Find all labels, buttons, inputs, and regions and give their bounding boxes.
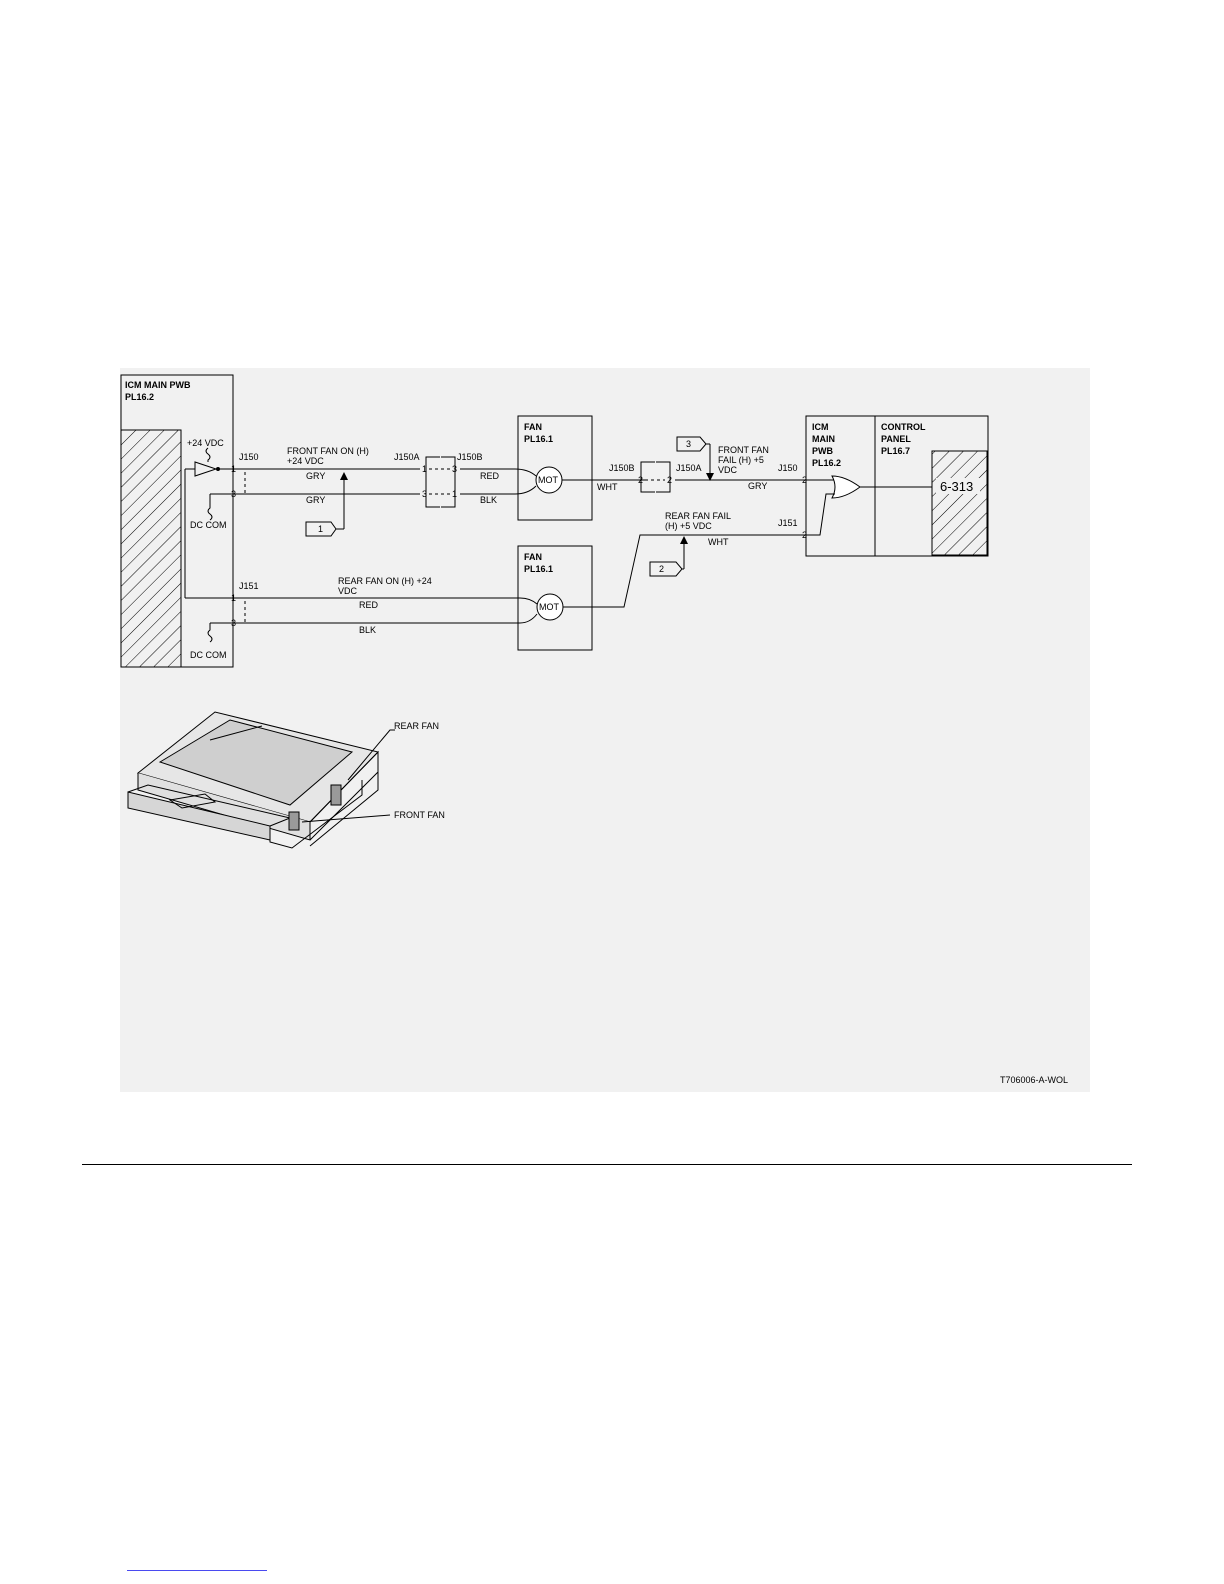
wire-color-label: RED bbox=[359, 600, 379, 610]
icm-control-panel: ICM MAIN PWB PL16.2 CONTROL PANEL PL16.7… bbox=[778, 415, 989, 557]
callout-tag-2 bbox=[649, 561, 683, 577]
dc-com-2-label: DC COM bbox=[190, 650, 227, 660]
supply-voltage-label: +24 VDC bbox=[187, 438, 224, 448]
motor-label: MOT bbox=[539, 602, 559, 612]
signal-rear-fan-on-2: VDC bbox=[338, 586, 358, 596]
callout-tag-1 bbox=[305, 521, 337, 537]
connector-j150-right: J150 bbox=[778, 463, 798, 473]
wire-color-label: WHT bbox=[708, 537, 729, 547]
fan-rear-pl: PL16.1 bbox=[524, 564, 553, 574]
fan-front: FAN PL16.1 MOT WHT bbox=[517, 415, 645, 521]
signal-rear-fan-fail: REAR FAN FAIL bbox=[665, 511, 731, 521]
signal-front-fan-fail-2: FAIL (H) +5 bbox=[718, 455, 764, 465]
front-fan-wiring: FRONT FAN ON (H) +24 VDC GRY GRY 1 J150A… bbox=[240, 446, 537, 537]
supply-symbol bbox=[205, 447, 211, 462]
callout-number: 1 bbox=[318, 524, 323, 534]
wire-color-label: RED bbox=[480, 471, 500, 481]
connector-j151-right: J151 bbox=[778, 518, 798, 528]
fan-rear-title: FAN bbox=[524, 552, 542, 562]
pin-label: 3 bbox=[452, 464, 457, 474]
icm-right-line1: ICM bbox=[812, 422, 829, 432]
machine-illustration bbox=[127, 711, 395, 849]
ref-label-bg bbox=[936, 478, 980, 494]
fan-rear: FAN PL16.1 MOT WHT REAR FAN FAIL (H) +5 … bbox=[517, 511, 810, 651]
wire-color-label: WHT bbox=[597, 482, 618, 492]
ground-symbol bbox=[207, 494, 213, 521]
icm-right-line4: PL16.2 bbox=[812, 458, 841, 468]
pin-label: 3 bbox=[422, 489, 427, 499]
rear-fan-vent bbox=[330, 784, 342, 806]
arrow-icon bbox=[680, 536, 688, 544]
figure-id: T706006-A-WOL bbox=[1000, 1075, 1068, 1085]
signal-front-fan-fail-3: VDC bbox=[718, 465, 738, 475]
connector-j150a: J150A bbox=[394, 452, 420, 462]
hatched-board-area bbox=[120, 429, 182, 668]
fan-front-title: FAN bbox=[524, 422, 542, 432]
pin-label: 3 bbox=[231, 489, 236, 499]
wire-color-label: BLK bbox=[359, 625, 376, 635]
control-panel-line3: PL16.7 bbox=[881, 446, 910, 456]
signal-front-fan-on-voltage: +24 VDC bbox=[287, 456, 324, 466]
callout-number: 2 bbox=[659, 564, 664, 574]
pin-label: 1 bbox=[422, 464, 427, 474]
front-fan-vent bbox=[288, 811, 300, 831]
rear-fan-wiring: REAR FAN ON (H) +24 VDC RED BLK bbox=[240, 576, 538, 635]
icm-main-pwb-left: ICM MAIN PWB PL16.2 +24 VDC DC COM DC CO… bbox=[120, 374, 259, 668]
signal-rear-fan-fail-2: (H) +5 VDC bbox=[665, 521, 712, 531]
front-fan-label: FRONT FAN bbox=[394, 810, 445, 820]
connector-j151-left: J151 bbox=[239, 581, 259, 591]
pin-label: 1 bbox=[452, 489, 457, 499]
control-panel-line2: PANEL bbox=[881, 434, 911, 444]
dc-com-1-label: DC COM bbox=[190, 520, 227, 530]
footer-link-underline[interactable] bbox=[127, 1570, 267, 1571]
hatched-board-area bbox=[931, 450, 988, 556]
motor-label: MOT bbox=[538, 475, 558, 485]
callout-number: 3 bbox=[686, 439, 691, 449]
pin-label: 1 bbox=[231, 593, 236, 603]
or-gate-icon bbox=[831, 475, 861, 499]
pin-label: 2 bbox=[802, 530, 807, 540]
signal-front-fan-on: FRONT FAN ON (H) bbox=[287, 446, 369, 456]
rear-fan-label: REAR FAN bbox=[394, 721, 439, 731]
page-divider bbox=[82, 1164, 1132, 1165]
connector-j150b: J150B bbox=[457, 452, 483, 462]
wire-color-label: GRY bbox=[306, 495, 325, 505]
connector-j150b-right: J150B bbox=[609, 463, 635, 473]
wire-color-label: BLK bbox=[480, 495, 497, 505]
wire-color-label: GRY bbox=[306, 471, 325, 481]
icm-main-left-title: ICM MAIN PWB bbox=[125, 380, 191, 390]
wire-color-label: GRY bbox=[748, 481, 767, 491]
icm-right-line3: PWB bbox=[812, 446, 833, 456]
connector-j150-left: J150 bbox=[239, 452, 259, 462]
ground-symbol bbox=[207, 623, 213, 643]
fan-fail-connector: J150B J150A 2 2 GRY 3 FRONT FAN FAIL (H)… bbox=[609, 436, 810, 493]
icm-main-left-pl: PL16.2 bbox=[125, 392, 154, 402]
signal-front-fan-fail: FRONT FAN bbox=[718, 445, 769, 455]
pin-label: 2 bbox=[667, 475, 672, 485]
control-panel-line1: CONTROL bbox=[881, 422, 926, 432]
callout-tag-3 bbox=[676, 436, 707, 452]
arrow-icon bbox=[706, 473, 714, 481]
arrow-icon bbox=[340, 472, 348, 480]
pin-label: 1 bbox=[231, 464, 236, 474]
fan-front-pl: PL16.1 bbox=[524, 434, 553, 444]
pin-label: 3 bbox=[231, 618, 236, 628]
pin-label: 2 bbox=[802, 475, 807, 485]
icm-right-line2: MAIN bbox=[812, 434, 835, 444]
reference-6-313: 6-313 bbox=[940, 479, 973, 494]
pin-label: 2 bbox=[638, 475, 643, 485]
signal-rear-fan-on: REAR FAN ON (H) +24 bbox=[338, 576, 432, 586]
connector-j150a-right: J150A bbox=[676, 463, 702, 473]
